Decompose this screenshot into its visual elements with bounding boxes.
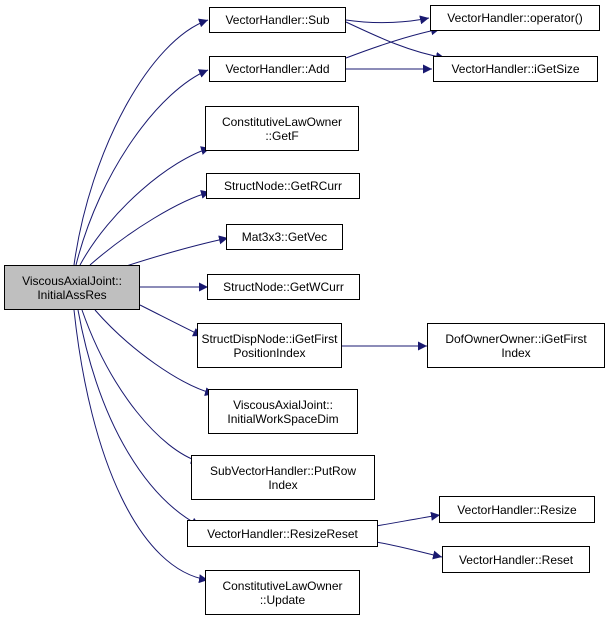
node-label: VectorHandler::Reset — [458, 552, 574, 567]
node-label: StructNode::GetRCurr — [223, 179, 343, 193]
node-vector-handler-reset[interactable]: VectorHandler::Reset — [442, 546, 590, 573]
node-label-line1: ConstitutiveLawOwner — [222, 578, 343, 593]
node-label-line1: ViscousAxialJoint:: — [22, 273, 122, 288]
node-vector-handler-igetsize[interactable]: VectorHandler::iGetSize — [433, 56, 598, 82]
edge-root-to-add — [75, 69, 209, 266]
node-vector-handler-operator[interactable]: VectorHandler::operator() — [430, 5, 600, 31]
node-label-line2: InitialWorkSpaceDim — [227, 411, 339, 426]
node-label-line1: DofOwnerOwner::iGetFirst — [445, 331, 587, 346]
edge-resizereset-to-resize — [375, 511, 441, 527]
node-vector-handler-resize[interactable]: VectorHandler::Resize — [439, 496, 595, 523]
node-vector-handler-sub[interactable]: VectorHandler::Sub — [209, 7, 346, 33]
node-label: VectorHandler::ResizeReset — [207, 526, 358, 541]
node-viscous-axial-joint-initial-workspace-dim[interactable]: ViscousAxialJoint:: InitialWorkSpaceDim — [208, 389, 358, 434]
node-label-line2: InitialAssRes — [37, 287, 107, 302]
node-label-line1: StructDispNode::iGetFirst — [201, 331, 338, 346]
node-label: VectorHandler::operator() — [447, 11, 583, 25]
node-label-line2: Index — [268, 477, 298, 492]
edge-root-to-resizereset — [77, 309, 201, 527]
node-label: VectorHandler::Sub — [225, 13, 330, 27]
edge-root-to-update — [73, 309, 209, 584]
node-struct-disp-node-igetfirst-position-index[interactable]: StructDispNode::iGetFirst PositionIndex — [197, 323, 342, 368]
node-label: VectorHandler::Resize — [457, 502, 577, 517]
edge-root-to-getf — [79, 146, 211, 266]
node-constitutive-law-owner-getf[interactable]: ConstitutiveLawOwner ::GetF — [205, 106, 359, 151]
node-dof-owner-owner-igetfirst-index[interactable]: DofOwnerOwner::iGetFirst Index — [427, 323, 605, 368]
node-viscous-axial-joint-initial-ass-res: ViscousAxialJoint:: InitialAssRes — [4, 265, 140, 310]
node-struct-node-getwcurr[interactable]: StructNode::GetWCurr — [207, 274, 360, 300]
node-label-line2: ::Update — [259, 592, 306, 607]
edge-sub-to-operator — [345, 15, 430, 25]
edge-root-to-igetfirstpos — [139, 304, 203, 337]
node-label: StructNode::GetWCurr — [223, 280, 344, 294]
edge-root-to-putrow — [81, 309, 201, 464]
node-sub-vector-handler-putrow-index[interactable]: SubVectorHandler::PutRow Index — [191, 455, 375, 500]
node-label: VectorHandler::iGetSize — [451, 62, 580, 76]
node-label-line2: PositionIndex — [233, 345, 306, 360]
node-label: Mat3x3::GetVec — [241, 230, 328, 244]
node-label-line1: ViscousAxialJoint:: — [233, 397, 333, 412]
node-label-line2: ::GetF — [265, 128, 299, 143]
node-vector-handler-add[interactable]: VectorHandler::Add — [209, 56, 346, 82]
edge-root-to-sub — [73, 18, 209, 266]
edge-sub-to-igetsize — [345, 21, 446, 61]
node-label-line1: SubVectorHandler::PutRow — [209, 463, 357, 478]
node-struct-node-getrcurr[interactable]: StructNode::GetRCurr — [206, 173, 360, 199]
node-constitutive-law-owner-update[interactable]: ConstitutiveLawOwner ::Update — [205, 570, 360, 615]
edge-root-to-getrcurr — [89, 189, 211, 266]
node-mat3x3-getvec[interactable]: Mat3x3::GetVec — [226, 224, 343, 250]
node-label: VectorHandler::Add — [225, 62, 330, 76]
node-label-line1: ConstitutiveLawOwner — [221, 114, 343, 129]
edge-root-to-getvec — [119, 235, 229, 269]
node-label-line2: Index — [501, 345, 531, 360]
edge-root-to-workspace — [94, 309, 215, 397]
edge-resizereset-to-reset — [375, 541, 443, 560]
node-vector-handler-resize-reset[interactable]: VectorHandler::ResizeReset — [187, 520, 378, 547]
